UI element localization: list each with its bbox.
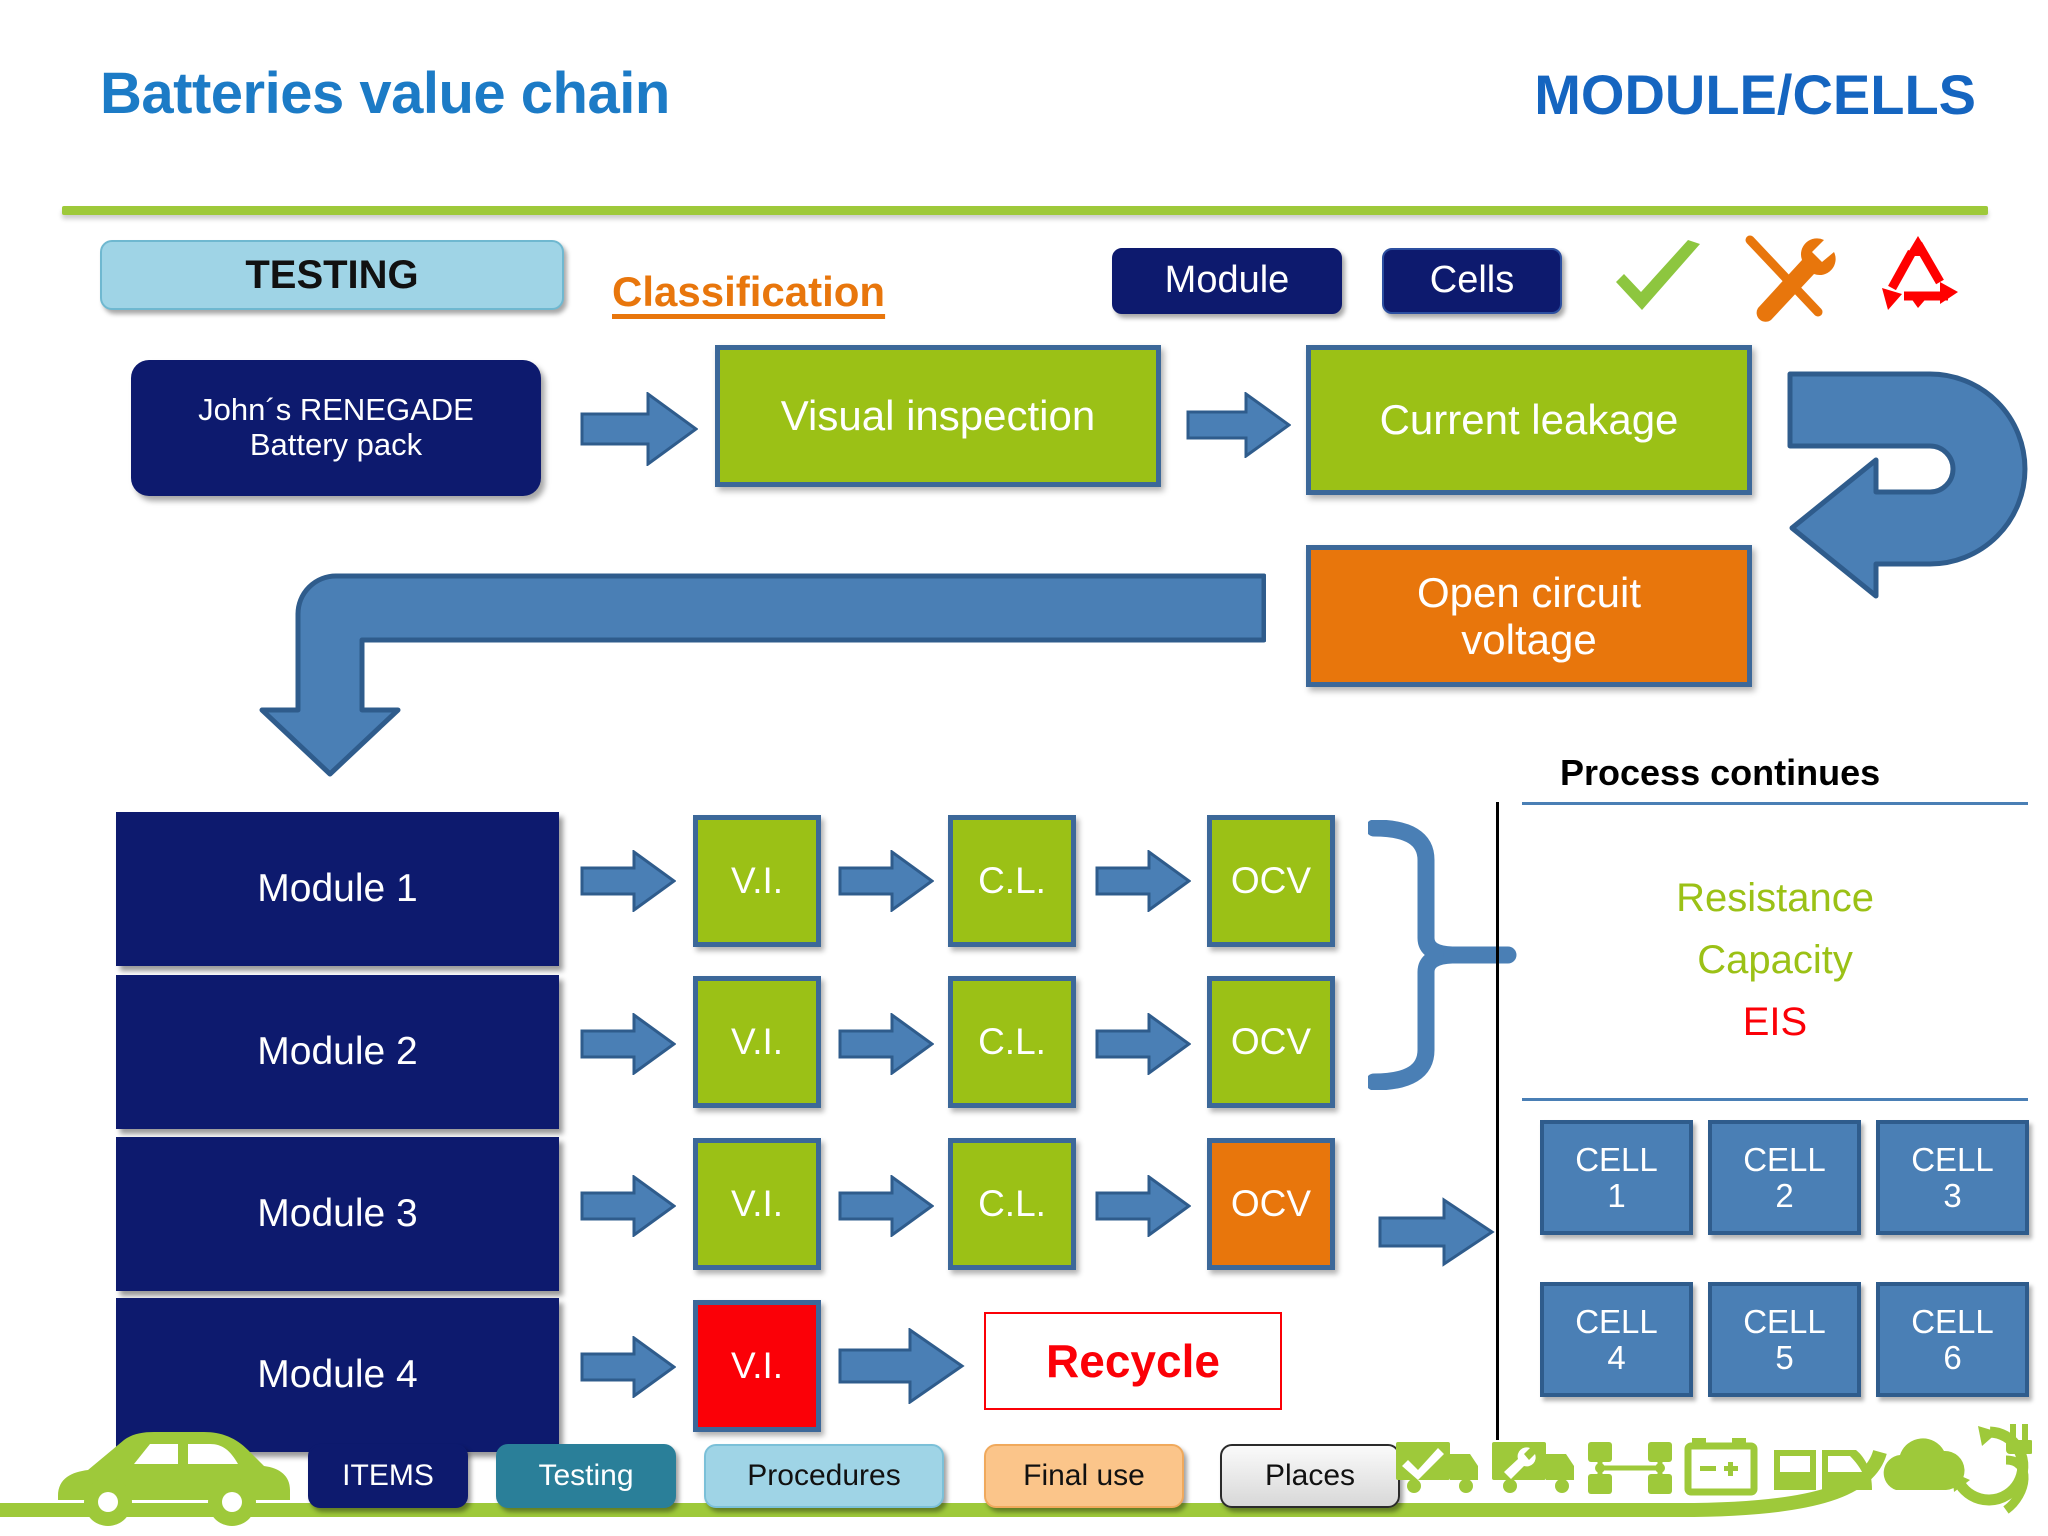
module-row-2[interactable]: Module 2: [116, 975, 559, 1129]
truck-check-icon: [1396, 1442, 1478, 1493]
legend-places[interactable]: Places: [1220, 1444, 1400, 1508]
arrow-m3-to-vi: [580, 1175, 676, 1237]
module-row-1[interactable]: Module 1: [116, 812, 559, 966]
arrow-m2-cl-to-ocv: [1095, 1013, 1191, 1075]
cells-badge: Cells: [1382, 248, 1562, 314]
cell-box-2[interactable]: CELL 2: [1708, 1120, 1861, 1235]
arrow-m1-vi-to-cl: [838, 850, 934, 912]
truck-repair-icon: [1492, 1442, 1574, 1493]
arrow-return-to-modules: [259, 573, 1266, 777]
cell-6-word: CELL: [1911, 1302, 1994, 1340]
footer-icon-strip: [1396, 1424, 2032, 1514]
module-badge: Module: [1112, 248, 1342, 314]
cell-box-4[interactable]: CELL 4: [1540, 1282, 1693, 1397]
arrow-m1-cl-to-ocv: [1095, 850, 1191, 912]
page-subtitle: MODULE/CELLS: [1534, 63, 1976, 126]
module-2-step-vi[interactable]: V.I.: [693, 976, 821, 1108]
arrow-m4-to-vi: [580, 1336, 676, 1398]
current-leakage-box: Current leakage: [1306, 345, 1752, 495]
arrow-m2-vi-to-cl: [838, 1013, 934, 1075]
metric-eis: EIS: [1742, 1000, 1808, 1044]
module-row-3[interactable]: Module 3: [116, 1137, 559, 1291]
metric-resistance: Resistance: [1676, 876, 1874, 920]
page-title: Batteries value chain: [100, 61, 670, 126]
module-1-step-cl[interactable]: C.L.: [948, 815, 1076, 947]
recycle-box[interactable]: Recycle: [984, 1312, 1282, 1410]
module-3-step-cl[interactable]: C.L.: [948, 1138, 1076, 1270]
metric-capacity: Capacity: [1697, 938, 1853, 982]
module-row-4[interactable]: Module 4: [116, 1298, 559, 1452]
ocv-line-2: voltage: [1461, 616, 1597, 663]
legend-testing[interactable]: Testing: [496, 1444, 676, 1508]
panel-divider-top: [1522, 802, 2028, 805]
arrow-m1-to-vi: [580, 850, 676, 912]
process-continues-title: Process continues: [1560, 752, 1881, 793]
header-divider: [62, 206, 1988, 215]
panel-divider-bottom: [1522, 1098, 2028, 1101]
arrow-m3-vi-to-cl: [838, 1175, 934, 1237]
classification-label: Classification: [612, 268, 886, 315]
cell-4-num: 4: [1607, 1338, 1626, 1376]
arrow-ocv-to-cells: [1378, 1197, 1495, 1267]
cell-1-num: 1: [1607, 1176, 1626, 1214]
testing-badge: TESTING: [100, 240, 564, 310]
module-2-step-ocv[interactable]: OCV: [1207, 976, 1335, 1108]
cell-3-word: CELL: [1911, 1140, 1994, 1178]
check-icon: [1616, 240, 1700, 310]
cell-2-word: CELL: [1743, 1140, 1826, 1178]
legend-items[interactable]: ITEMS: [308, 1444, 468, 1508]
ocv-line-1: Open circuit: [1416, 568, 1642, 616]
module-3-step-vi[interactable]: V.I.: [693, 1138, 821, 1270]
visual-inspection-box: Visual inspection: [715, 345, 1161, 487]
arrow-m2-to-vi: [580, 1013, 676, 1075]
battery-pack-box: John´s RENEGADE Battery pack: [131, 360, 541, 496]
cell-box-5[interactable]: CELL 5: [1708, 1282, 1861, 1397]
cell-box-3[interactable]: CELL 3: [1876, 1120, 2029, 1235]
cell-6-num: 6: [1943, 1338, 1962, 1376]
tools-icon: [1745, 235, 1836, 322]
cell-4-word: CELL: [1575, 1302, 1658, 1340]
cell-1-word: CELL: [1575, 1140, 1658, 1178]
recycle-plug-icon: [1952, 1424, 2032, 1514]
pack-line-1: John´s RENEGADE: [198, 392, 474, 428]
cell-3-num: 3: [1943, 1176, 1962, 1214]
legend-procedures[interactable]: Procedures: [704, 1444, 944, 1508]
footer-green-line: [0, 1449, 1887, 1517]
pack-line-2: Battery pack: [249, 427, 423, 462]
module-2-step-cl[interactable]: C.L.: [948, 976, 1076, 1108]
cell-box-6[interactable]: CELL 6: [1876, 1282, 2029, 1397]
cell-2-num: 2: [1775, 1176, 1794, 1214]
module-1-step-ocv[interactable]: OCV: [1207, 815, 1335, 947]
cell-5-num: 5: [1775, 1338, 1794, 1376]
arrow-pack-to-vi: [580, 392, 698, 466]
electric-car-icon: [58, 1432, 290, 1526]
module-3-step-ocv[interactable]: OCV: [1207, 1138, 1335, 1270]
module-4-step-vi[interactable]: V.I.: [693, 1300, 821, 1432]
cloud-icon: [1883, 1438, 1965, 1490]
open-circuit-voltage-box: Open circuit voltage: [1306, 545, 1752, 687]
cell-box-1[interactable]: CELL 1: [1540, 1120, 1693, 1235]
recycle-icon: [1882, 236, 1958, 310]
legend-final-use[interactable]: Final use: [984, 1444, 1184, 1508]
battery-icon: [1684, 1438, 1758, 1496]
arrow-m4-vi-to-recycle: [838, 1328, 965, 1404]
panel-vertical-rule: [1496, 802, 1499, 1440]
car-doors-icon: [1774, 1450, 1872, 1490]
arrow-m3-cl-to-ocv: [1095, 1175, 1191, 1237]
module-1-step-vi[interactable]: V.I.: [693, 815, 821, 947]
network-icon: [1588, 1442, 1672, 1494]
arrow-vi-to-cl: [1186, 392, 1291, 458]
cell-5-word: CELL: [1743, 1302, 1826, 1340]
arrow-uturn-cl-to-ocv: [1787, 371, 2028, 599]
